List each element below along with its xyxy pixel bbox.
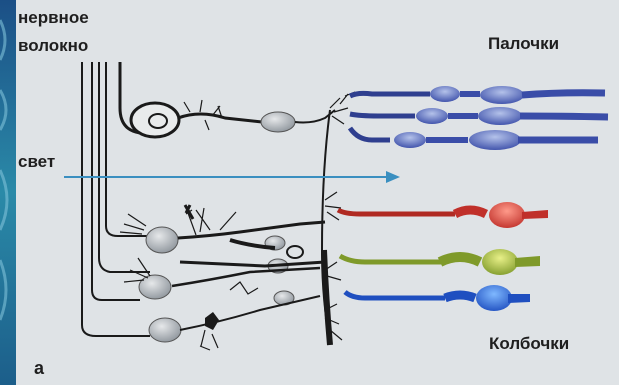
bipolar-cell-top — [261, 92, 355, 132]
cone-red — [338, 202, 548, 228]
label-rods: Палочки — [488, 34, 559, 54]
light-arrow — [64, 171, 400, 183]
ganglion-cell-top — [120, 62, 262, 137]
cone-green — [340, 249, 540, 275]
rods — [350, 86, 608, 150]
rod-1 — [350, 86, 605, 104]
rod-3 — [350, 128, 598, 150]
label-nerve-fiber-line1: нервное — [18, 8, 89, 28]
label-cones: Колбочки — [489, 334, 569, 354]
left-texture-strip — [0, 0, 16, 385]
label-nerve-fiber-line2: волокно — [18, 36, 88, 56]
cone-blue — [345, 285, 530, 311]
figure-letter: а — [34, 358, 44, 378]
label-light: свет — [18, 152, 55, 172]
ganglion-cells-lower — [139, 227, 303, 342]
cones — [338, 202, 548, 311]
rod-2 — [350, 107, 608, 125]
nerve-fibers — [82, 62, 150, 336]
